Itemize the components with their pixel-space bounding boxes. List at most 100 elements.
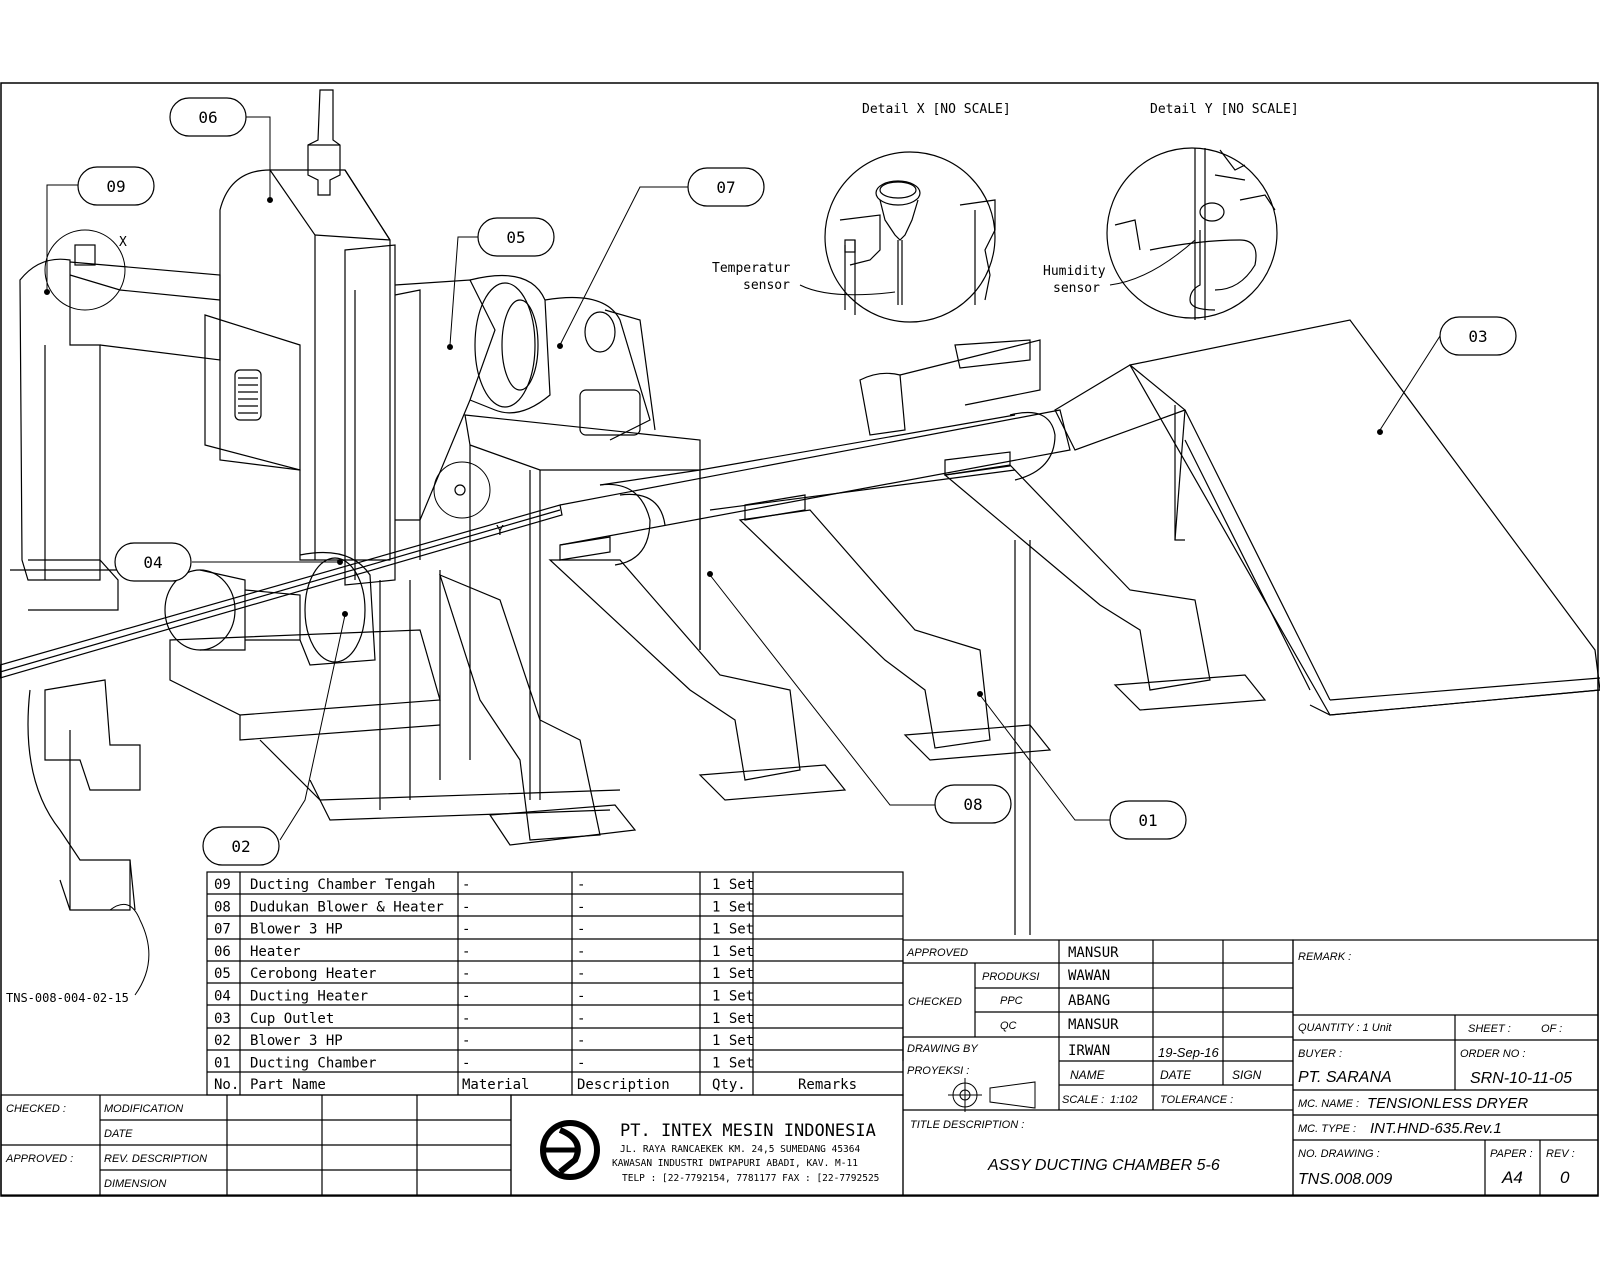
callout-leaders [44,116,1441,996]
company-name: PT. INTEX MESIN INDONESIA [620,1121,876,1141]
bom-header-material: Material [462,1077,529,1093]
title-description: ASSY DUCTING CHAMBER 5-6 [987,1157,1220,1174]
callout-02: 02 [231,837,250,856]
bom-cell-qty: 1 Set [712,966,754,982]
humidity-sensor-label-1: Humidity [1043,264,1106,279]
company-block: PT. INTEX MESIN INDONESIA JL. RAYA RANCA… [510,1094,904,1196]
company-logo-icon [540,1120,600,1180]
tolerance-label: TOLERANCE : [1160,1094,1233,1106]
temp-sensor-label-1: Temperatur [712,261,790,276]
bom-cell-no: 05 [214,966,231,982]
detail-y-title: Detail Y [NO SCALE] [1150,102,1299,117]
bom-cell-material: - [462,944,470,960]
column-name-label: NAME [1070,1068,1106,1082]
detail-y-view [1106,147,1278,320]
drawing-date: 19-Sep-16 [1158,1045,1219,1060]
approved-name: MANSUR [1068,945,1119,961]
bom-cell-qty: 1 Set [712,899,754,915]
qc-name: MANSUR [1068,1017,1119,1033]
column-date-label: DATE [1160,1068,1192,1082]
bom-cell-description: - [577,989,585,1005]
bom-cell-name: Ducting Chamber Tengah [250,877,435,893]
side-reference-number: TNS-008-004-02-15 [6,991,129,1005]
temp-sensor-label-2: sensor [743,278,790,293]
ppc-name: ABANG [1068,993,1110,1009]
mc-type-label: MC. TYPE : [1298,1123,1356,1135]
produksi-name: WAWAN [1068,968,1110,984]
company-address-1: JL. RAYA RANCAEKEK KM. 24,5 SUMEDANG 453… [620,1144,860,1155]
bom-cell-qty: 1 Set [712,989,754,1005]
bom-cell-qty: 1 Set [712,944,754,960]
buyer-label: BUYER : [1298,1048,1342,1060]
bom-cell-no: 01 [214,1055,231,1071]
mc-type-value: INT.HND-635.Rev.1 [1370,1120,1502,1137]
order-value: SRN-10-11-05 [1470,1070,1572,1087]
bom-cell-description: - [577,899,585,915]
ppc-label: PPC [1000,995,1023,1007]
bom-cell-qty: 1 Set [712,1055,754,1071]
no-drawing-value: TNS.008.009 [1298,1171,1392,1188]
revision-rev-description-label: REV. DESCRIPTION [104,1153,207,1165]
rev-label: REV : [1546,1148,1575,1160]
projection-symbol-icon [948,1078,1036,1112]
signoff-block: APPROVED MANSUR CHECKED PRODUKSI WAWAN P… [902,939,1294,1196]
bom-cell-material: - [462,1011,470,1027]
proyeksi-label: PROYEKSI : [907,1065,969,1077]
callout-08: 08 [963,795,982,814]
bom-cell-no: 04 [214,989,231,1005]
callout-01: 01 [1138,811,1157,830]
bom-cell-description: - [577,922,585,938]
detail-x-marker: X [119,235,127,250]
bom-cell-material: - [462,1033,470,1049]
bom-cell-no: 06 [214,944,231,960]
bom-cell-material: - [462,922,470,938]
bom-header-no: No. [214,1077,239,1093]
sheet-border [0,82,1599,1197]
mc-name-value: TENSIONLESS DRYER [1367,1095,1528,1112]
bom-cell-name: Ducting Chamber [250,1055,376,1071]
paper-label: PAPER : [1490,1148,1533,1160]
bom-cell-name: Dudukan Blower & Heater [250,899,444,915]
bom-cell-no: 03 [214,1011,231,1027]
column-sign-label: SIGN [1232,1068,1262,1082]
mc-name-label: MC. NAME : [1298,1098,1359,1110]
callout-numbers: 06 09 05 07 03 04 02 08 01 [106,108,1487,856]
buyer-value: PT. SARANA [1298,1069,1392,1086]
detail-y-marker: Y [496,524,504,539]
revision-block: CHECKED : APPROVED : MODIFICATION DATE R… [0,1094,512,1196]
bom-cell-description: - [577,877,585,893]
revision-approved-label: APPROVED : [5,1153,73,1165]
bom-cell-name: Cup Outlet [250,1011,334,1027]
checked-label: CHECKED [908,996,962,1008]
callout-09: 09 [106,177,125,196]
bom-cell-description: - [577,1033,585,1049]
callout-05: 05 [506,228,525,247]
bom-cell-description: - [577,966,585,982]
no-drawing-label: NO. DRAWING : [1298,1148,1380,1160]
sheet-label: SHEET : [1468,1023,1511,1035]
revision-modification-label: MODIFICATION [104,1103,183,1115]
detail-labels: Detail X [NO SCALE] Detail Y [NO SCALE] … [6,102,1299,1005]
remark-label: REMARK : [1298,951,1351,963]
drawing-by-name: IRWAN [1068,1043,1110,1059]
revision-checked-label: CHECKED : [6,1103,66,1115]
bom-cell-description: - [577,1055,585,1071]
rev-value: 0 [1560,1168,1570,1187]
bom-header-qty: Qty. [712,1077,746,1093]
machine-isometric-drawing [0,89,1600,935]
order-label: ORDER NO : [1460,1048,1525,1060]
humidity-sensor-label-2: sensor [1053,281,1100,296]
callout-03: 03 [1468,327,1487,346]
paper-value: A4 [1501,1168,1523,1187]
bom-cell-material: - [462,989,470,1005]
scale-label: SCALE : [1062,1094,1104,1106]
quantity-label: QUANTITY : 1 Unit [1298,1022,1392,1034]
bom-cell-description: - [577,1011,585,1027]
bom-header-part-name: Part Name [250,1077,326,1093]
bom-cell-name: Heater [250,944,301,960]
info-block: REMARK : QUANTITY : 1 Unit SHEET : OF : … [1292,939,1599,1196]
bom-cell-name: Ducting Heater [250,989,368,1005]
bom-cell-qty: 1 Set [712,877,754,893]
